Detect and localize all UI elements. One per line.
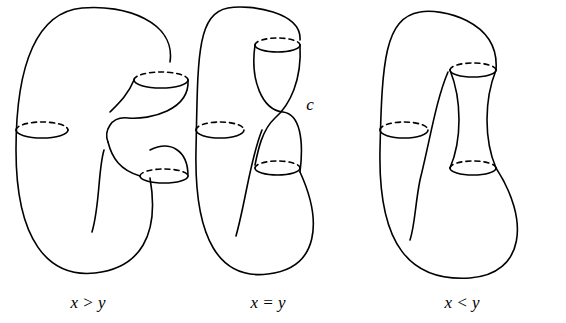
point-label: c (306, 96, 314, 113)
surface-before (16, 7, 188, 273)
figure-caption: x = y (250, 294, 285, 311)
surface-after (380, 11, 517, 278)
surface-critical (196, 7, 313, 275)
figure-caption: x > y (70, 294, 105, 311)
figure-caption: x < y (444, 294, 479, 311)
